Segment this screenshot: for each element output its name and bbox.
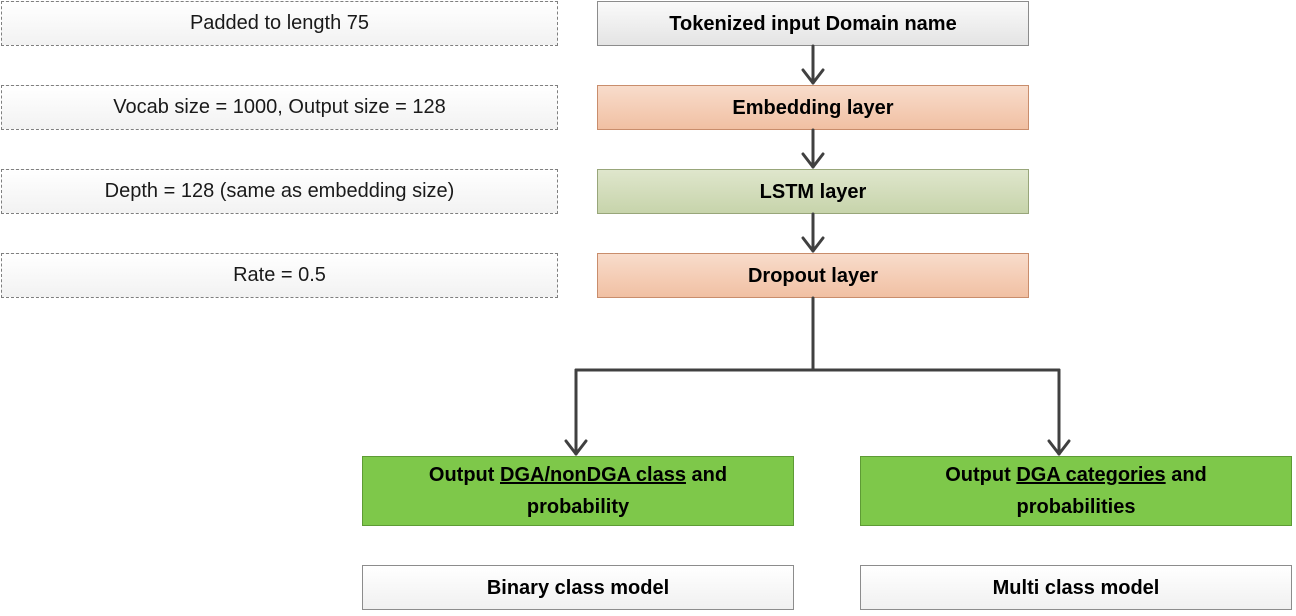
embedding-note-text: Vocab size = 1000, Output size = 128 xyxy=(113,96,446,118)
dropout-note-text: Rate = 0.5 xyxy=(233,264,326,286)
multi-output-text: Output DGA categories and probabilities xyxy=(945,459,1207,523)
embedding-layer-label: Embedding layer xyxy=(732,96,894,119)
binary-output-line2: probability xyxy=(526,496,630,518)
binary-output-suffix: and xyxy=(685,464,728,486)
dropout-layer-label: Dropout layer xyxy=(747,264,879,287)
input-layer-box: Tokenized input Domain name xyxy=(597,1,1029,46)
arrowhead-embedding xyxy=(801,68,825,85)
lstm-note-text: Depth = 128 (same as embedding size) xyxy=(104,180,455,202)
arrowhead-dropout xyxy=(801,236,825,253)
lstm-layer-box: LSTM layer xyxy=(597,169,1029,214)
lstm-note: Depth = 128 (same as embedding size) xyxy=(1,169,558,214)
multi-output-suffix: and xyxy=(1165,464,1207,486)
arrowhead-multi-output xyxy=(1047,439,1071,456)
embedding-layer-box: Embedding layer xyxy=(597,85,1029,130)
binary-output-text: Output DGA/nonDGA class and probability xyxy=(429,459,727,523)
multi-output-box: Output DGA categories and probabilities xyxy=(860,456,1292,526)
multi-model-label: Multi class model xyxy=(992,576,1160,599)
arrowhead-binary-output xyxy=(564,439,588,456)
padding-note-text: Padded to length 75 xyxy=(189,12,370,34)
binary-output-prefix: Output xyxy=(428,464,500,486)
dropout-layer-box: Dropout layer xyxy=(597,253,1029,298)
multi-output-line2: probabilities xyxy=(1016,496,1136,518)
embedding-note: Vocab size = 1000, Output size = 128 xyxy=(1,85,558,130)
multi-model-label-box: Multi class model xyxy=(860,565,1292,610)
input-layer-label: Tokenized input Domain name xyxy=(669,12,957,35)
binary-output-box: Output DGA/nonDGA class and probability xyxy=(362,456,794,526)
binary-model-label: Binary class model xyxy=(486,576,670,599)
multi-output-highlight: DGA categories xyxy=(1016,464,1166,486)
lstm-layer-label: LSTM layer xyxy=(759,180,867,203)
padding-note: Padded to length 75 xyxy=(1,1,558,46)
binary-model-label-box: Binary class model xyxy=(362,565,794,610)
binary-output-highlight: DGA/nonDGA class xyxy=(500,464,686,486)
arrowhead-lstm xyxy=(801,152,825,169)
dropout-note: Rate = 0.5 xyxy=(1,253,558,298)
multi-output-prefix: Output xyxy=(945,464,1017,486)
